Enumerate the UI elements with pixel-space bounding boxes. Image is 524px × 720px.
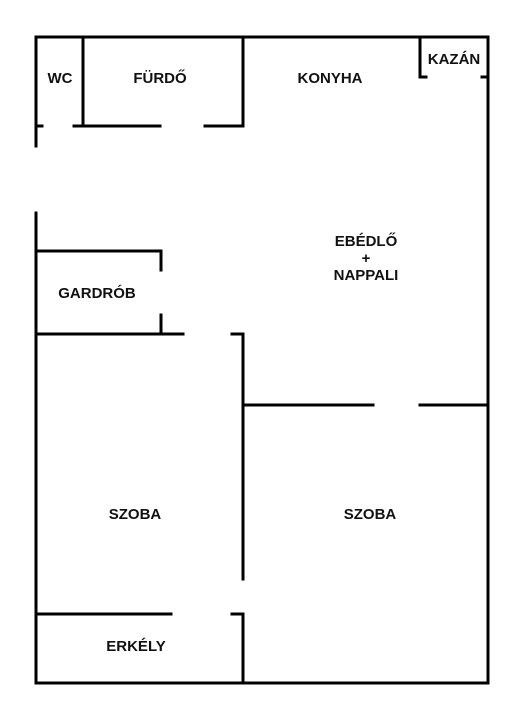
bathroom-walls (34, 35, 245, 128)
label-dining: EBÉDLŐ (335, 232, 398, 250)
label-boiler: KAZÁN (428, 51, 481, 68)
label-balcony: ERKÉLY (106, 638, 165, 655)
boiler-walls (418, 35, 490, 79)
label-wc: WC (48, 70, 73, 87)
label-living-room: NAPPALI (334, 267, 399, 284)
label-kitchen: KONYHA (297, 70, 362, 87)
label-dining-plus: + (362, 250, 371, 267)
room-labels: WC FÜRDŐ KONYHA KAZÁN EBÉDLŐ + NAPPALI G… (48, 51, 481, 655)
label-wardrobe: GARDRÓB (58, 284, 136, 302)
label-room-left: SZOBA (109, 506, 162, 523)
room-walls (34, 332, 245, 685)
outer-walls (34, 35, 490, 685)
wardrobe-walls (34, 249, 185, 336)
label-bathroom: FÜRDŐ (133, 69, 187, 87)
label-room-right: SZOBA (344, 506, 397, 523)
